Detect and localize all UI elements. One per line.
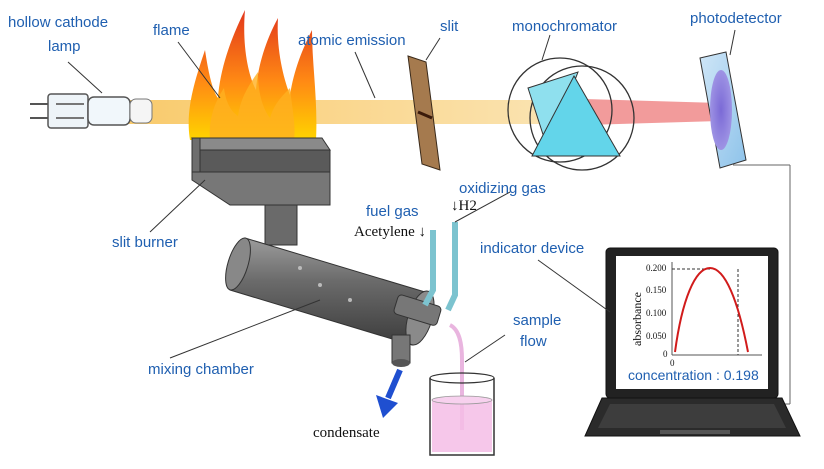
- screen-tick-0200: 0.200: [646, 263, 667, 273]
- label-slit-burner: slit burner: [112, 234, 178, 251]
- screen-tick-0100: 0.100: [646, 308, 667, 318]
- label-sample-flow-line2: flow: [520, 333, 547, 350]
- label-mixing-chamber: mixing chamber: [148, 361, 254, 378]
- screen-ylabel: absorbance: [630, 292, 644, 346]
- hollow-cathode-lamp: [30, 93, 153, 129]
- screen-tick-0: 0: [663, 349, 668, 359]
- label-hollow-cathode-lamp-line1: hollow cathode: [8, 14, 109, 31]
- monochromator: [507, 57, 635, 171]
- slit-plate: [407, 55, 441, 171]
- mixing-chamber: [225, 237, 442, 367]
- label-photodetector: photodetector: [690, 10, 782, 27]
- label-flame: flame: [153, 22, 190, 39]
- absorbance-plot: [671, 262, 762, 356]
- screen-tick-0150: 0.150: [646, 285, 667, 295]
- label-h2: ↓H2: [451, 198, 477, 214]
- label-hollow-cathode-lamp-line2: lamp: [48, 38, 81, 55]
- label-atomic-emission: atomic emission: [298, 32, 406, 49]
- label-oxidizing-gas: oxidizing gas: [459, 180, 546, 197]
- label-acetylene: Acetylene ↓: [354, 224, 427, 240]
- flame: [188, 10, 317, 140]
- label-monochromator: monochromator: [512, 18, 618, 35]
- sample-beaker: [429, 372, 495, 456]
- label-fuel-gas: fuel gas: [366, 203, 419, 220]
- photodetector: [699, 51, 791, 405]
- label-condensate: condensate: [313, 425, 380, 441]
- gas-tubes: [422, 222, 464, 430]
- label-slit: slit: [440, 18, 459, 35]
- label-sample-flow-line1: sample: [513, 312, 562, 329]
- condensate-arrow: [376, 368, 403, 418]
- screen-xtick-0: 0: [670, 358, 675, 368]
- screen-concentration: concentration : 0.198: [628, 367, 759, 383]
- indicator-laptop: [584, 247, 801, 437]
- slit-burner: [191, 137, 331, 246]
- leader-lines: [67, 29, 736, 363]
- screen-tick-0050: 0.050: [646, 331, 667, 341]
- label-indicator-device: indicator device: [480, 240, 585, 257]
